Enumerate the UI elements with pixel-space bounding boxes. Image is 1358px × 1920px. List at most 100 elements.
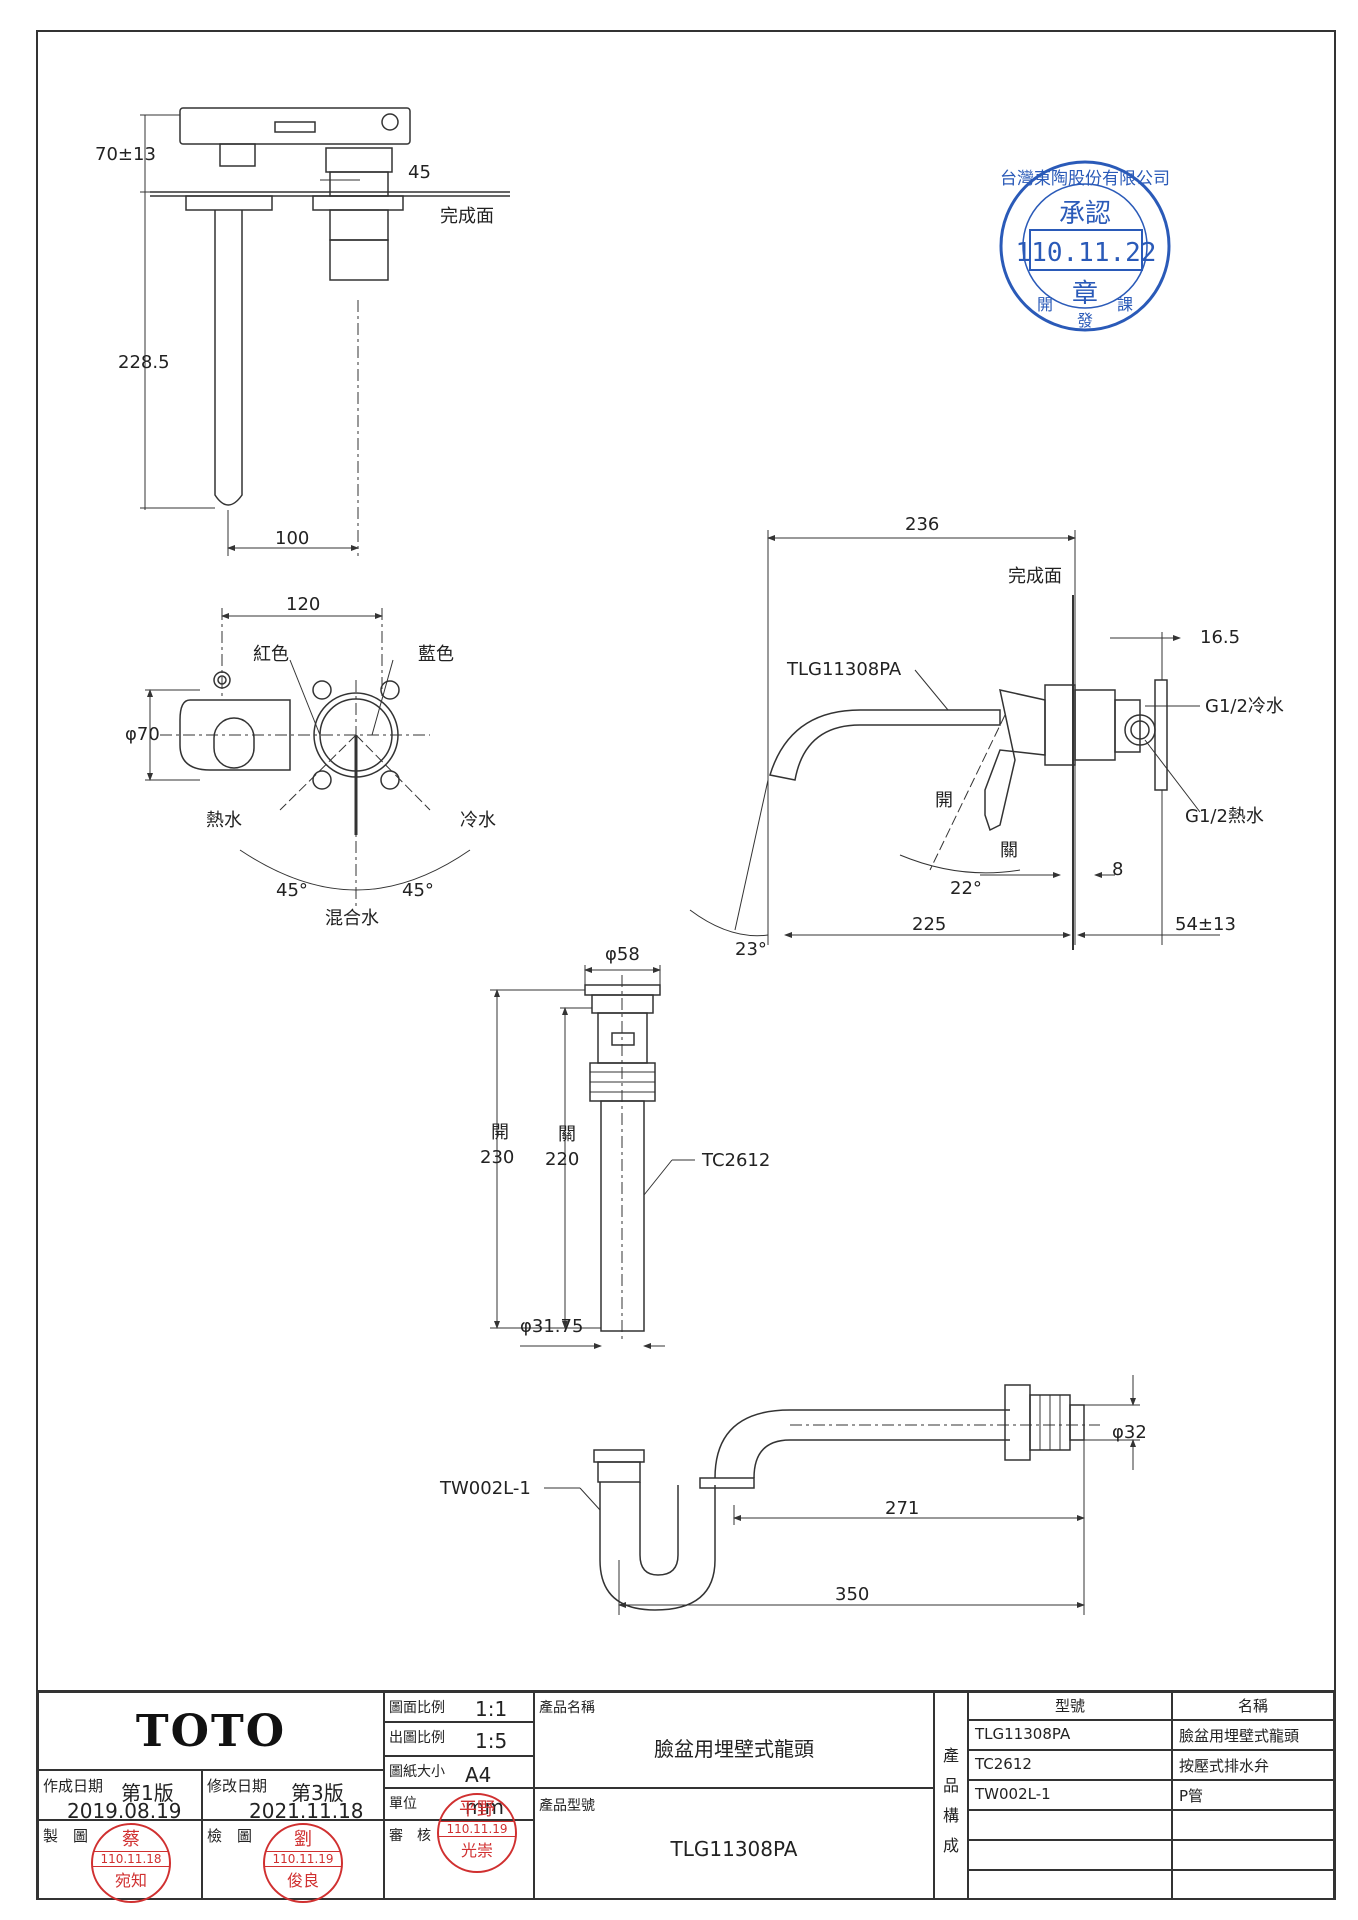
component-name: 按壓式排水弁 <box>1172 1750 1334 1780</box>
label-red: 紅色 <box>253 644 289 665</box>
created-cell: 作成日期 第1版 2019.08.19 <box>38 1770 202 1823</box>
component-name-blank <box>1172 1870 1334 1900</box>
scale-drawing-cell: 圖面比例 1:1 <box>384 1692 534 1722</box>
draw-stamp-name: 宛知 <box>114 1871 147 1890</box>
dim-350: 350 <box>835 1584 869 1605</box>
dim-271: 271 <box>885 1498 919 1519</box>
label-trap-model: TW002L-1 <box>439 1478 531 1499</box>
dim-top-height: 70±13 <box>95 144 156 165</box>
created-date: 2019.08.19 <box>67 1799 182 1823</box>
dim-drain-close: 220 <box>545 1149 579 1170</box>
component-model <box>968 1840 1172 1870</box>
label-drain-close: 關 <box>558 1124 576 1145</box>
drain-view <box>490 965 695 1349</box>
label-mixed-water: 混合水 <box>325 908 379 929</box>
finish-surface-side-label: 完成面 <box>1008 566 1062 587</box>
stamp-dept-right: 課 <box>1117 295 1133 314</box>
product-model: TLG11308PA <box>670 1837 798 1861</box>
component-name <box>1172 1840 1334 1870</box>
paper-value: A4 <box>465 1763 492 1787</box>
toto-logo: TOTO <box>38 1692 384 1770</box>
component-model: TW002L-1 <box>968 1780 1172 1810</box>
review-label: 審 核 <box>389 1828 431 1844</box>
modified-edition: 第3版 <box>291 1781 344 1805</box>
dim-drain-open: 230 <box>480 1147 514 1168</box>
label-g12-cold: G1/2冷水 <box>1205 696 1284 717</box>
dim-drain-top: φ58 <box>605 944 640 965</box>
check-stamp-date: 110.11.19 <box>265 1851 341 1867</box>
scale-drawing-label: 圖面比例 <box>389 1700 445 1716</box>
draw-label: 製 圖 <box>43 1827 89 1845</box>
dim-plate-center: 120 <box>286 594 320 615</box>
label-drain-model: TC2612 <box>701 1150 770 1171</box>
modified-date: 2021.11.18 <box>249 1799 364 1823</box>
check-label: 檢 圖 <box>207 1827 253 1845</box>
dim-side-236: 236 <box>905 514 939 535</box>
product-name-cell: 產品名稱 臉盆用埋壁式龍頭 <box>534 1692 934 1788</box>
plate-view <box>145 608 471 910</box>
modified-cell: 修改日期 第3版 2021.11.18 <box>202 1770 384 1823</box>
check-stamp: 劉 110.11.19 俊良 <box>263 1823 343 1903</box>
component-model: TLG11308PA <box>968 1720 1172 1750</box>
dim-plate-diameter: φ70 <box>125 724 160 745</box>
product-name-label: 產品名稱 <box>539 1700 595 1716</box>
product-name: 臉盆用埋壁式龍頭 <box>654 1737 814 1761</box>
paper-label: 圖紙大小 <box>389 1764 445 1780</box>
composition-label-cell: 產品構成 <box>934 1692 968 1900</box>
scale-drawing-value: 1:1 <box>475 1697 508 1721</box>
review-stamp-date: 110.11.19 <box>439 1821 515 1837</box>
col-model-header: 型號 <box>968 1692 1172 1720</box>
component-name: P管 <box>1172 1780 1334 1810</box>
dim-drain-bottom: φ31.75 <box>520 1316 583 1337</box>
side-view <box>689 530 1220 950</box>
label-cold-water: 冷水 <box>460 810 496 831</box>
front-view <box>150 107 510 506</box>
col-name-header: 名稱 <box>1172 1692 1334 1720</box>
dim-225: 225 <box>912 914 946 935</box>
created-label: 作成日期 <box>43 1777 104 1795</box>
angle-23: 23° <box>735 939 767 960</box>
scale-output-label: 出圖比例 <box>389 1730 445 1746</box>
component-model: TC2612 <box>968 1750 1172 1780</box>
component-name <box>1172 1810 1334 1840</box>
draw-stamp: 蔡 110.11.18 宛知 <box>91 1823 171 1903</box>
technical-drawing: 70±13 45 完成面 228.5 100 120 紅色 藍色 φ70 熱水 … <box>95 107 1284 1615</box>
dim-spout-offset: 100 <box>275 528 309 549</box>
product-model-label: 產品型號 <box>539 1798 595 1814</box>
dim-45: 45 <box>408 162 431 183</box>
unit-label: 單位 <box>389 1796 417 1812</box>
stamp-company: 台灣東陶股份有限公司 <box>1000 169 1170 189</box>
stamp-dept-left: 開 <box>1037 295 1053 314</box>
stamp-seal: 章 <box>1072 279 1098 309</box>
title-block: TOTO 作成日期 第1版 2019.08.19 修改日期 第3版 2021.1… <box>36 1690 1336 1903</box>
dim-54: 54±13 <box>1175 914 1236 935</box>
review-stamp-name: 光崇 <box>460 1841 493 1860</box>
created-edition: 第1版 <box>121 1781 174 1805</box>
component-name: 臉盆用埋壁式龍頭 <box>1172 1720 1334 1750</box>
component-model <box>968 1810 1172 1840</box>
stamp-issue: 發 <box>1077 311 1093 330</box>
stamp-date: 110.11.22 <box>1016 238 1157 268</box>
scale-output-value: 1:5 <box>475 1729 508 1753</box>
product-model-cell: 產品型號 TLG11308PA <box>534 1788 934 1900</box>
scale-output-cell: 出圖比例 1:5 <box>384 1722 534 1756</box>
dim-8: 8 <box>1112 859 1123 880</box>
component-model-blank <box>968 1870 1172 1900</box>
dim-trap-d: φ32 <box>1112 1422 1147 1443</box>
review-cell: 審 核 平野 110.11.19 光崇 <box>384 1793 534 1900</box>
check-stamp-name: 俊良 <box>286 1871 319 1890</box>
label-drain-open: 開 <box>491 1122 509 1143</box>
review-stamp: 平野 110.11.19 光崇 <box>437 1793 517 1873</box>
finish-surface-top-label: 完成面 <box>440 206 494 227</box>
angle-left: 45° <box>276 880 308 901</box>
label-blue: 藍色 <box>418 644 454 665</box>
angle-22: 22° <box>950 878 982 899</box>
composition-label: 產品構成 <box>943 1746 960 1855</box>
paper-cell: 圖紙大小 A4 <box>384 1756 534 1788</box>
label-hot-water: 熱水 <box>206 810 242 831</box>
label-g12-hot: G1/2熱水 <box>1185 806 1264 827</box>
angle-right: 45° <box>402 880 434 901</box>
draw-stamp-top: 蔡 <box>122 1829 140 1850</box>
stamp-approve: 承認 <box>1059 199 1111 229</box>
label-open-side: 開 <box>935 790 953 811</box>
